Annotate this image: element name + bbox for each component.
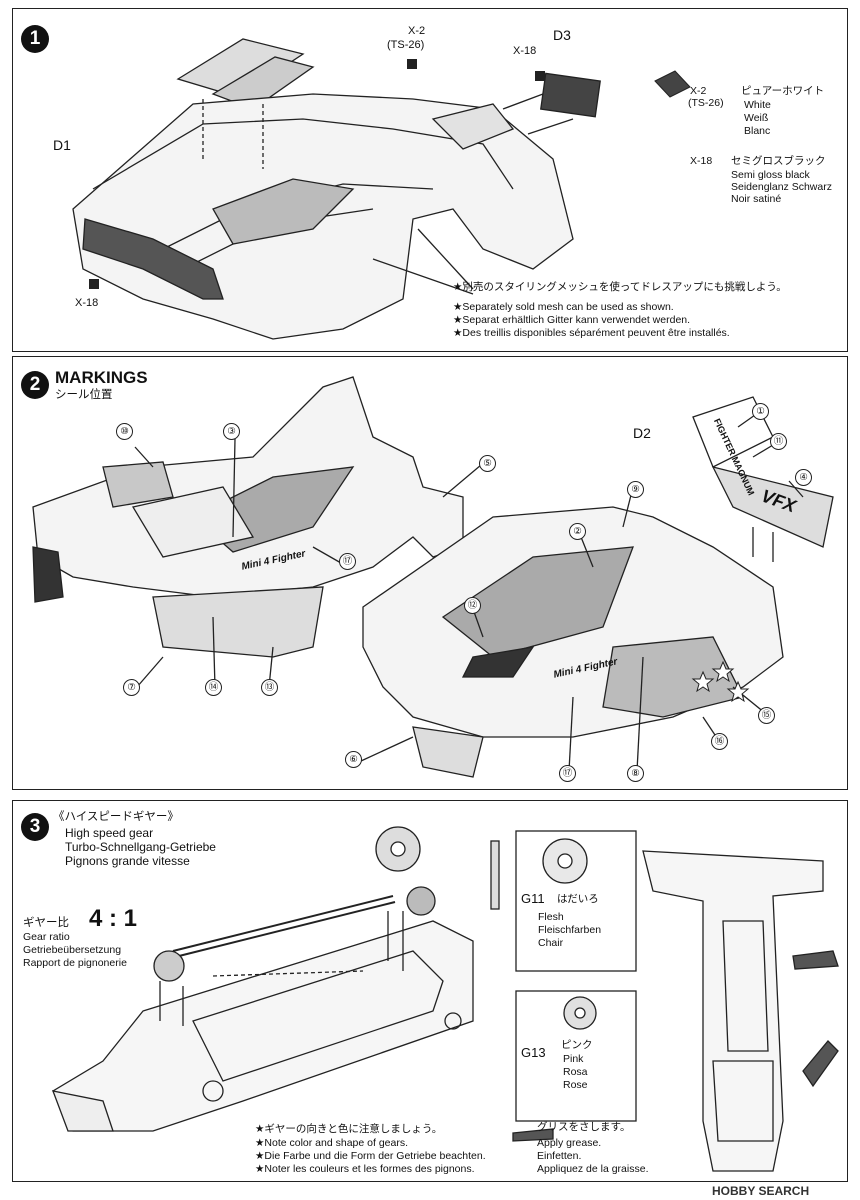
color-x18-code: X-18 [690,155,713,167]
watermark: HOBBY SEARCH [712,1184,810,1198]
gear-note-jp: ★ギヤーの向きと色に注意しましょう。 [255,1123,443,1135]
step2-title: MARKINGS [55,368,148,387]
step2-number: 2 [21,371,49,399]
g13-en: Pink [563,1053,584,1065]
callout-8: ⑧ [627,765,644,782]
grease-note-jp: グリスをさします。 [537,1121,631,1133]
gear-ratio-en: Gear ratio [23,931,70,943]
step1-body-illustration [72,38,691,340]
callout-17a: ⑰ [339,553,356,570]
g11-en: Flesh [538,911,564,923]
g11-jp: はだいろ [557,893,599,905]
x18-label-left: X-18 [75,297,99,309]
gear-ratio-de: Getriebeübersetzung [23,944,122,956]
x2-label-top: X-2 [408,25,426,37]
gear-title-fr: Pignons grande vitesse [65,854,190,868]
color-x18-line: Seidenglanz Schwarz [731,181,832,193]
callout-9: ⑨ [627,481,644,498]
color-x2-line: White [744,99,771,111]
g11-fr: Chair [538,937,564,949]
g11-code: G11 [521,891,545,906]
part-d1-label: D1 [53,137,71,153]
gear-ratio-value: 4 : 1 [89,905,138,932]
callout-11: ⑪ [770,433,787,450]
part-d2-label: D2 [633,425,651,441]
color-x2-jp: ピュアーホワイト [741,85,825,97]
color-x18-line: Noir satiné [731,193,782,205]
callout-4: ④ [795,469,812,486]
callout-15: ⑮ [758,707,775,724]
step3-panel: 3 《ハイスピードギヤー》 High speed gear Turbo-Schn… [12,800,848,1182]
gear-illustration [51,826,839,1172]
step3-number: 3 [21,813,49,841]
markings-illustration [32,376,834,778]
callout-6: ⑥ [345,751,362,768]
callout-14: ⑭ [205,679,222,696]
mesh-note-jp: ★別売のスタイリングメッシュを使ってドレスアップにも挑戦しよう。 [453,281,787,293]
callout-17b: ⑰ [559,765,576,782]
mesh-note-de: ★Separat erhältlich Gitter kann verwende… [453,314,691,326]
callout-7: ⑦ [123,679,140,696]
grease-note-de: Einfetten. [537,1150,582,1162]
part-d3-label: D3 [553,27,571,43]
color-x18-line: Semi gloss black [731,169,810,181]
callout-3: ③ [223,423,240,440]
callout-10: ⑩ [116,423,133,440]
gear-title-de: Turbo-Schnellgang-Getriebe [65,840,216,854]
callout-1: ① [752,403,769,420]
mesh-note-fr: ★Des treillis disponibles séparément peu… [453,327,730,339]
step1-panel: 1 [12,8,848,352]
gear-ratio-fr: Rapport de pignonerie [23,957,127,969]
grease-note-en: Apply grease. [537,1137,602,1149]
g13-de: Rosa [563,1066,588,1078]
gear-note-de: ★Die Farbe und die Form der Getriebe bea… [255,1150,486,1162]
x18-label-top: X-18 [513,45,537,57]
color-x2-line: Blanc [744,125,771,137]
step2-panel: 2 MARKINGS シール位置 [12,356,848,790]
gear-title-en: High speed gear [65,826,154,840]
g11-de: Fleischfarben [538,924,602,936]
gear-note-en: ★Note color and shape of gears. [255,1137,409,1149]
grease-note-fr: Appliquez de la graisse. [537,1163,649,1175]
step2-subtitle: シール位置 [55,389,113,401]
ts26-label-top: (TS-26) [387,39,425,51]
color-x2-code: X-2 [690,85,707,97]
gear-ratio-jp: ギヤー比 [23,917,69,929]
callout-2: ② [569,523,586,540]
mesh-note-en: ★Separately sold mesh can be used as sho… [453,301,674,313]
step1-number: 1 [21,25,49,53]
g13-jp: ピンク [561,1039,593,1051]
color-x18-jp: セミグロスブラック [731,155,826,167]
callout-5: ⑤ [479,455,496,472]
g13-code: G13 [521,1045,546,1060]
gear-note-fr: ★Noter les couleurs et les formes des pi… [255,1163,475,1175]
color-x2-line: Weiß [744,112,769,124]
g13-fr: Rose [563,1079,588,1091]
gear-title-jp: 《ハイスピードギヤー》 [53,811,179,823]
callout-16: ⑯ [711,733,728,750]
color-x2-sub: (TS-26) [688,97,724,109]
callout-12: ⑫ [464,597,481,614]
callout-13: ⑬ [261,679,278,696]
